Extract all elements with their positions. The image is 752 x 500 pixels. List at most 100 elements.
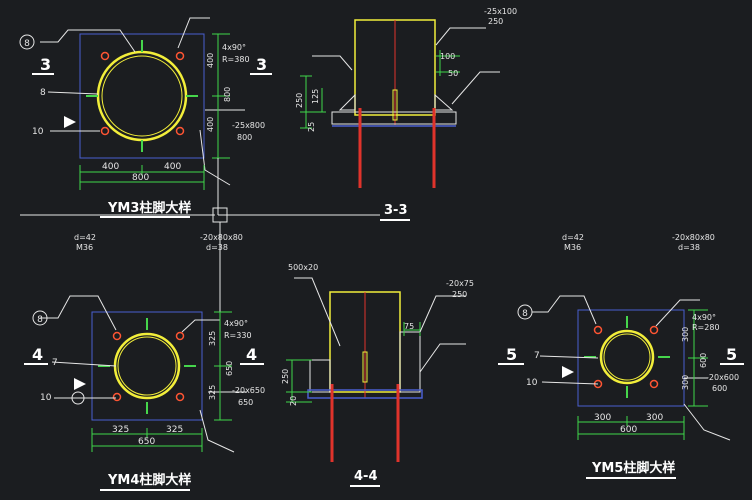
bolt-holes <box>593 325 659 389</box>
leader-label-8: 8 <box>40 88 46 98</box>
dim-250: 250 <box>295 93 304 108</box>
note-right-3: -20x80x80 <box>672 233 715 242</box>
base-plate <box>91 311 203 421</box>
dim-325-top: 325 <box>208 331 217 346</box>
section-mark-left: 4 <box>32 345 43 364</box>
plate-spec-2: 650 <box>238 398 253 407</box>
dim-300-top: 300 <box>681 327 690 342</box>
dim-50: 50 <box>448 69 458 78</box>
column-circle <box>96 50 188 142</box>
radius-note: R=330 <box>224 331 252 340</box>
weld-note: 4x90° <box>692 313 716 322</box>
section-mark-right: 4 <box>246 345 257 364</box>
plate-spec: -20x600 <box>706 373 739 382</box>
plate-spec-2: 600 <box>712 384 727 393</box>
column-circle <box>599 329 655 385</box>
dim-75: 75 <box>404 322 414 331</box>
note-center-1: -20x80x80 <box>200 233 243 242</box>
bolt-holes <box>100 51 185 136</box>
dim-325-right: 325 <box>166 425 183 435</box>
layout-lines <box>212 158 380 320</box>
base-plate <box>577 309 685 407</box>
anchor-bolts <box>330 384 400 462</box>
top-cut-label: -25x100 <box>484 7 517 16</box>
dim-25: 25 <box>307 122 316 132</box>
section-mark-right: 3 <box>256 55 267 74</box>
note-left-1: d=42 <box>74 233 96 242</box>
dim-325-left: 325 <box>112 425 129 435</box>
plate-spec: -20x650 <box>232 386 265 395</box>
note-center-2: d=38 <box>206 243 228 252</box>
leader-label-10: 10 <box>526 378 538 388</box>
dim-650-mid: 650 <box>225 361 234 376</box>
radius-note: R=380 <box>222 55 250 64</box>
detail-title: YM5柱脚大样 <box>591 460 675 476</box>
stiffeners <box>584 316 670 398</box>
weld-note: 4x90° <box>222 43 246 52</box>
anchor-bolts <box>358 108 436 188</box>
dim-400-left: 400 <box>102 162 119 172</box>
leader-label-7: 7 <box>534 351 540 361</box>
plate-spec-2: 800 <box>237 133 252 142</box>
note-right-1: d=42 <box>562 233 584 242</box>
base-plate <box>331 111 457 125</box>
note-left-2: M36 <box>76 243 93 252</box>
balloon-number: 8 <box>522 309 528 319</box>
dim-300-right: 300 <box>646 413 663 423</box>
leader-label-10: 10 <box>40 393 52 403</box>
dim-800-total: 800 <box>132 173 149 183</box>
dim-125: 125 <box>311 89 320 104</box>
top-label: 500x20 <box>288 263 318 272</box>
dim-650-total: 650 <box>138 437 155 447</box>
note-right-2: M36 <box>564 243 581 252</box>
dim-325-bot: 325 <box>208 385 217 400</box>
detail-ym3: 8 8 10 3 3 400 800 400 4x90° R=380 -25x8… <box>19 17 272 218</box>
dim-400-right: 400 <box>164 162 181 172</box>
balloon-number: 8 <box>24 39 30 49</box>
dim-800-mid: 800 <box>223 87 232 102</box>
base-plate <box>79 33 205 159</box>
detail-title: YM4柱脚大样 <box>107 472 191 488</box>
detail-ym5: 8 7 10 5 5 300 600 300 4x90° R=280 -20x6… <box>498 295 744 479</box>
dim-20: 20 <box>289 396 298 406</box>
top-cut-label-2: 250 <box>488 17 503 26</box>
balloon-number: 8 <box>37 315 43 325</box>
section-mark-left: 5 <box>506 345 517 364</box>
dim-100: 100 <box>440 52 455 61</box>
part-balloon <box>517 304 533 320</box>
weld-note: 4x90° <box>224 319 248 328</box>
side-label: -20x75 <box>446 279 474 288</box>
dim-400-bot: 400 <box>206 117 215 132</box>
dim-600-mid: 600 <box>699 353 708 368</box>
section-mark-right: 5 <box>726 345 737 364</box>
weld-flag-icon <box>562 366 574 378</box>
stiffeners <box>86 40 198 152</box>
section-4-4: 250 20 75 500x20 -20x75 250 4-4 <box>281 263 474 487</box>
radius-note: R=280 <box>692 323 720 332</box>
detail-ym4: 8 7 10 4 4 325 650 325 4x90° R=330 -20x6… <box>24 295 265 491</box>
dim-300-bot: 300 <box>681 375 690 390</box>
weld-flag-icon <box>64 116 76 128</box>
bolt-holes <box>112 331 185 402</box>
dim-250: 250 <box>281 369 290 384</box>
part-balloon <box>19 34 35 50</box>
note-right-4: d=38 <box>678 243 700 252</box>
column-circle <box>113 332 181 400</box>
part-balloon <box>32 310 48 326</box>
section-3-3: 250 125 25 100 50 -25x100 250 3-3 <box>295 7 517 221</box>
side-label-2: 250 <box>452 290 467 299</box>
leader-label-7: 7 <box>52 358 58 368</box>
weld-flag-icon <box>74 378 86 390</box>
section-mark-left: 3 <box>40 55 51 74</box>
middle-notes: d=42 M36 -20x80x80 d=38 d=42 M36 -20x80x… <box>74 233 715 252</box>
dim-600-total: 600 <box>620 425 637 435</box>
dim-400-top: 400 <box>206 53 215 68</box>
base-plate <box>307 389 423 399</box>
plate-spec: -25x800 <box>232 121 265 130</box>
dim-300-left: 300 <box>594 413 611 423</box>
section-title: 4-4 <box>354 469 378 484</box>
section-title: 3-3 <box>384 203 408 218</box>
leader-label-10: 10 <box>32 127 44 137</box>
detail-title: YM3柱脚大样 <box>107 200 191 216</box>
